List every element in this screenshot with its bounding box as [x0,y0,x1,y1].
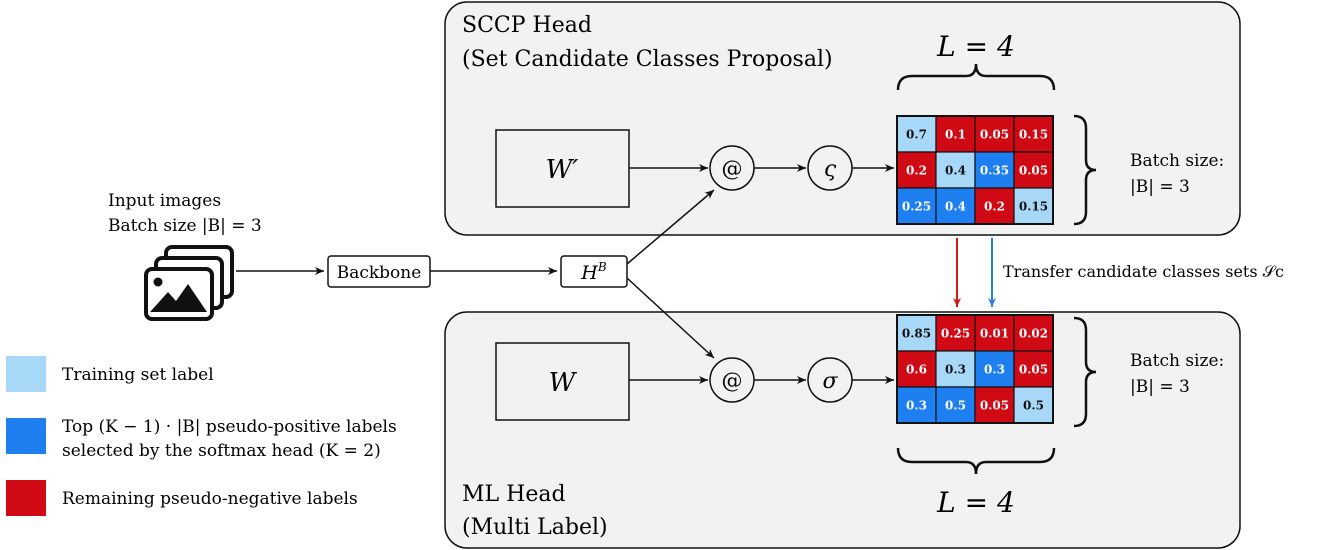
legend-label: Training set label [62,365,214,385]
legend-label: Remaining pseudo-negative labels [62,489,358,509]
matrix-cell-value: 0.15 [1019,128,1048,142]
input-label-1: Input images [108,191,221,211]
matrix-cell-value: 0.5 [945,399,966,413]
sccp-score-matrix: 0.7 0.1 0.05 0.15 0.2 0.4 0.35 0.05 0.25 0.4 0.2 0.… [896,115,1054,225]
matrix-cell-value: 0.05 [1019,164,1048,178]
matrix-cell-value: 0.3 [945,363,966,377]
sccp-matmul-symbol: @ [722,157,743,181]
ml-bottom-brace [896,447,1056,475]
matrix-cell [974,151,1015,189]
matrix-cell-value: 0.7 [906,128,927,142]
sccp-weight-box [495,129,630,208]
matrix-cell-value: 0.2 [984,200,1005,214]
matrix-cell-value: 0.3 [984,363,1005,377]
sccp-top-brace [896,63,1056,91]
matrix-cell-value: 0.6 [906,363,927,377]
matrix-cell-value: 0.3 [906,399,927,413]
matrix-cell [1013,350,1054,388]
ml-matmul-symbol: @ [722,369,743,393]
ml-L-label: L = 4 [936,486,1015,519]
sccp-batch-label-1: Batch size: [1130,151,1224,171]
matrix-outline [896,115,1054,225]
legend-label-line2: selected by the softmax head (K = 2) [62,441,381,461]
sccp-head-title: SCCP Head [462,13,592,38]
matrix-cell-value: 0.25 [941,327,970,341]
hb-label: HB [580,260,607,284]
matrix-cell-value: 0.4 [945,164,966,178]
matrix-cell-value: 0.5 [1023,399,1044,413]
legend-swatch-blue [6,418,46,454]
matrix-cell-value: 0.01 [980,327,1009,341]
matrix-cell-value: 0.05 [980,128,1009,142]
hb-box [560,255,628,288]
matrix-cell-value: 0.85 [902,327,931,341]
matrix-cell-value: 0.05 [1019,363,1048,377]
ml-activation-symbol: σ [822,369,838,394]
sccp-right-brace [1073,114,1097,226]
matrix-cell-value: 0.02 [1019,327,1048,341]
legend-swatch-red [6,480,46,516]
ml-batch-label-2: |B| = 3 [1130,377,1190,397]
matrix-cell-value: 0.05 [980,399,1009,413]
matrix-cell-value: 0.25 [902,200,931,214]
sccp-head-subtitle: (Set Candidate Classes Proposal) [462,47,833,72]
ml-batch-label-1: Batch size: [1130,351,1224,371]
sccp-L-label: L = 4 [936,30,1015,63]
sccp-weight-label: W′ [546,155,579,185]
ml-right-brace [1073,316,1097,428]
matrix-cell [896,386,937,424]
ml-head-subtitle: (Multi Label) [462,515,608,540]
backbone-label: Backbone [337,263,422,283]
matrix-cell [935,151,976,189]
sccp-activation-symbol: ς [824,157,837,182]
matrix-cell-value: 0.2 [906,164,927,178]
legend-label: Top (K − 1) · |B| pseudo-positive labels [62,417,397,437]
ml-weight-label: W [549,368,578,398]
image-stack-icon [144,245,234,321]
matrix-cell-value: 0.15 [1019,200,1048,214]
ml-score-matrix: 0.85 0.25 0.01 0.02 0.6 0.3 0.3 0.05 0.3 0.5 0.05 0… [896,314,1054,424]
sccp-batch-label-2: |B| = 3 [1130,177,1190,197]
matrix-outline [896,314,1054,424]
sccp-head-panel: SCCP Head (Set Candidate Classes Proposa… [444,1,1241,236]
transfer-label: Transfer candidate classes sets 𝒮c [1003,262,1284,281]
ml-weight-box [495,342,630,421]
matrix-cell-value: 0.1 [945,128,966,142]
matrix-cell [1013,314,1054,352]
matrix-cell [935,187,976,225]
matrix-cell-value: 0.35 [980,164,1009,178]
ml-head-panel: ML Head (Multi Label) W @ σ L = 4 Batch … [444,311,1241,549]
input-label-2: Batch size |B| = 3 [108,216,262,236]
ml-head-title: ML Head [462,482,566,507]
matrix-cell-value: 0.4 [945,200,966,214]
legend-swatch-light [6,356,46,392]
matrix-cell [974,187,1015,225]
